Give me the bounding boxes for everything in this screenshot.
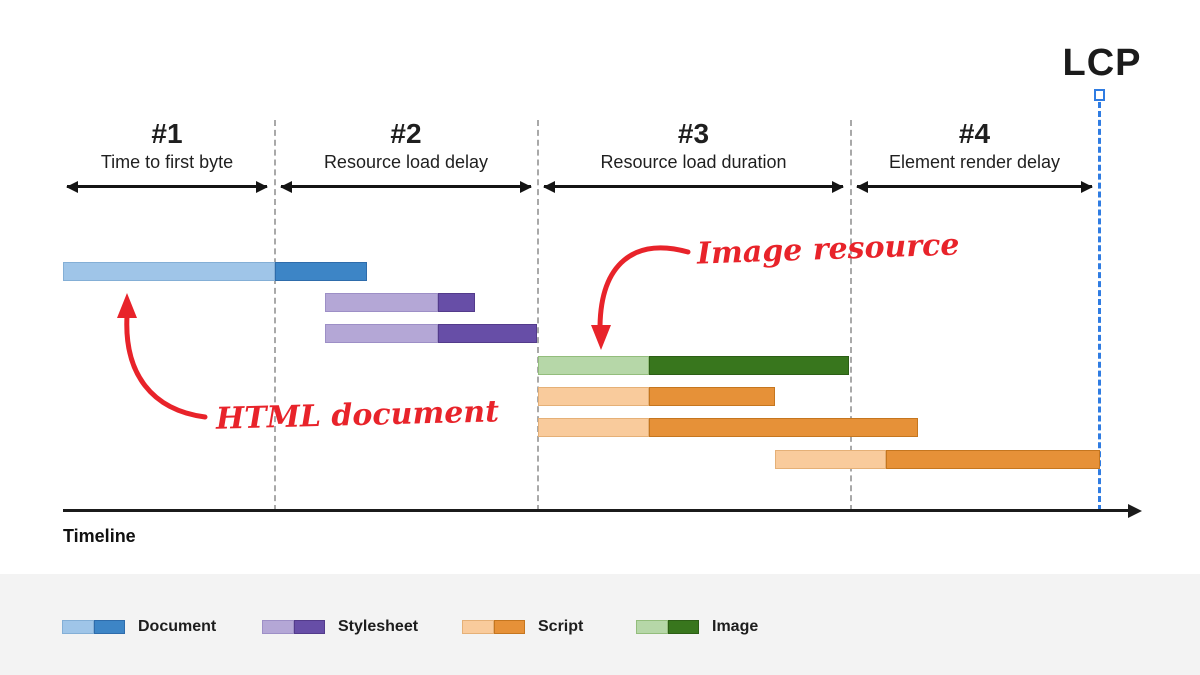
swatch-light (636, 620, 668, 634)
bar-segment-light (775, 450, 886, 469)
phase-separator-2 (537, 120, 539, 511)
timeline-label: Timeline (63, 526, 136, 546)
bar-segment-dark (886, 450, 1100, 469)
swatch-dark (293, 620, 325, 634)
bar-segment-dark (649, 387, 775, 406)
legend-item-document: Document (62, 618, 216, 636)
timeline-axis (63, 503, 1142, 518)
legend-label: Script (538, 618, 584, 635)
phase-range-arrow (66, 180, 268, 193)
image-resource-arrow (591, 245, 691, 350)
bar-segment-light (538, 387, 649, 406)
bar-document-1 (63, 262, 367, 281)
legend-item-script: Script (462, 618, 583, 636)
lcp-dashed-line (1098, 102, 1101, 511)
bar-segment-light (325, 324, 438, 343)
bar-script-1 (538, 387, 775, 406)
legend-swatch-stylesheet (262, 620, 325, 634)
bar-image-1 (538, 356, 849, 375)
phase-label: Resource load duration (600, 152, 787, 172)
legend: Document Stylesheet Script Image (0, 574, 1200, 675)
bar-segment-dark (438, 324, 537, 343)
phase-separator-3 (850, 120, 852, 511)
phase-label: Element render delay (888, 152, 1061, 172)
annotation-image-resource: Image resource (696, 227, 961, 272)
legend-item-image: Image (636, 618, 758, 636)
bar-segment-dark (649, 356, 849, 375)
phase-range-arrow (856, 180, 1093, 193)
phase-label: Resource load delay (323, 152, 489, 172)
legend-swatch-document (62, 620, 125, 634)
bar-segment-light (538, 418, 649, 437)
legend-label: Document (138, 618, 217, 635)
bar-segment-dark (275, 262, 367, 281)
lcp-marker-icon (1094, 89, 1105, 101)
legend-item-stylesheet: Stylesheet (262, 618, 418, 636)
swatch-light (462, 620, 494, 634)
legend-swatch-script (462, 620, 525, 634)
bar-segment-light (538, 356, 649, 375)
phase-range-arrow (280, 180, 532, 193)
swatch-dark (667, 620, 699, 634)
annotation-html-document: HTML document (215, 394, 500, 437)
bar-stylesheet-2 (325, 324, 537, 343)
swatch-dark (93, 620, 125, 634)
phase-number: #1 (151, 118, 183, 149)
bar-stylesheet-1 (325, 293, 475, 312)
html-document-arrow (117, 293, 208, 420)
phase-label: Time to first byte (100, 152, 234, 172)
phase-number: #2 (390, 118, 422, 149)
legend-swatch-image (636, 620, 699, 634)
bar-script-2 (538, 418, 918, 437)
bar-segment-dark (438, 293, 475, 312)
bar-script-3 (775, 450, 1100, 469)
phase-number: #4 (958, 118, 991, 149)
lcp-title: LCP (1062, 42, 1142, 84)
swatch-dark (493, 620, 525, 634)
phase-separator-1 (274, 120, 276, 511)
phase-range-arrow (543, 180, 844, 193)
bar-segment-dark (649, 418, 918, 437)
bar-segment-light (63, 262, 275, 281)
bar-segment-light (325, 293, 438, 312)
swatch-light (262, 620, 294, 634)
legend-label: Stylesheet (338, 618, 419, 635)
legend-label: Image (712, 618, 759, 635)
phase-number: #3 (677, 118, 710, 149)
swatch-light (62, 620, 94, 634)
